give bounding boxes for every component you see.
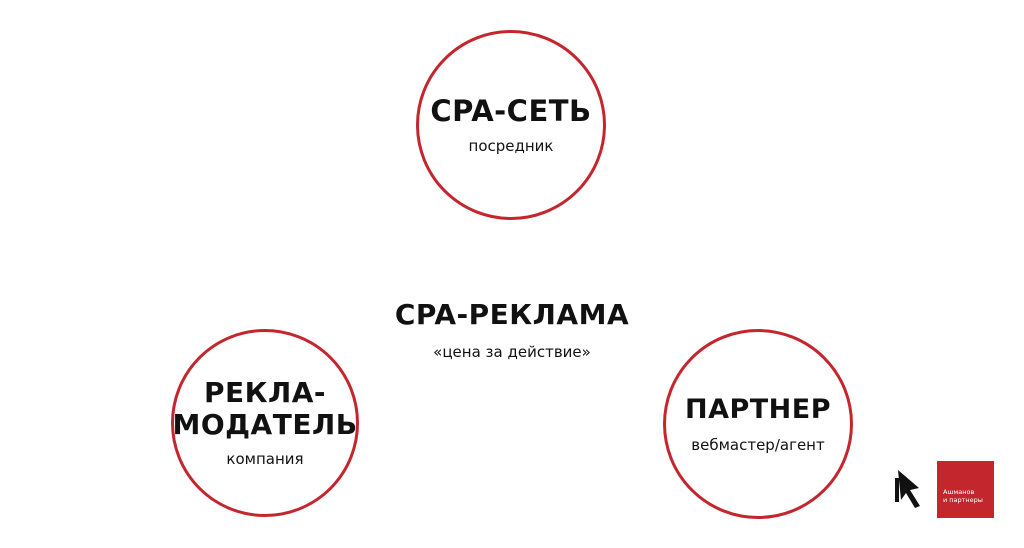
brand-logo-line1: Ашманов [943,488,975,496]
node-advertiser-subtitle: компания [226,450,304,468]
brand-arrow-icon [895,470,920,508]
brand-logo-badge: Ашманов и партнеры [937,461,994,518]
node-cpa-network-title: CPA-СЕТЬ [430,94,592,128]
brand-logo-line2: и партнеры [943,496,983,504]
center-title: CPA-РЕКЛАМА [394,298,630,331]
node-partner: ПАРТНЕР вебмастер/агент [663,329,853,519]
node-partner-subtitle: вебмастер/агент [691,436,825,454]
node-advertiser-title-line1: РЕКЛА- [203,376,327,409]
node-advertiser-title-line2: МОДАТЕЛЬ [172,408,358,441]
center-subtitle: «цена за действие» [433,343,591,361]
node-partner-title: ПАРТНЕР [684,394,832,425]
node-cpa-network: CPA-СЕТЬ посредник [416,30,606,220]
node-cpa-network-subtitle: посредник [468,137,554,155]
node-advertiser: РЕКЛА- МОДАТЕЛЬ компания [171,329,359,517]
